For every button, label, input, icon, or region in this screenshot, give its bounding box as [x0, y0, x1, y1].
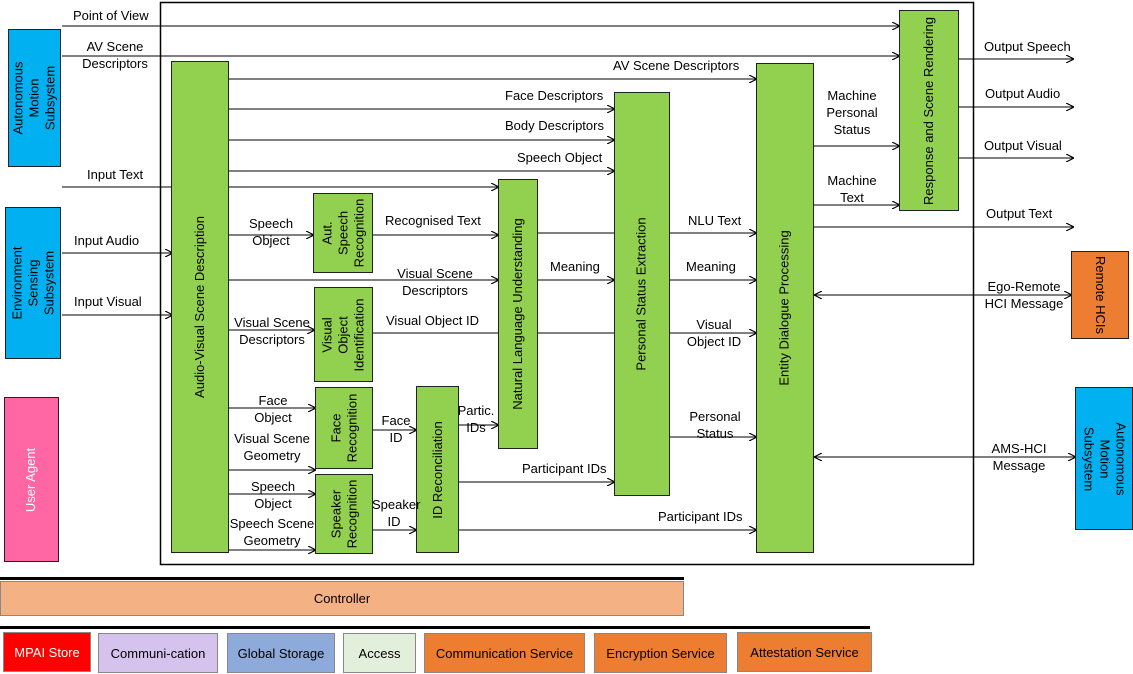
label-ego-remote-hci-message: Ego-Remote HCI Message — [984, 279, 1064, 311]
attestation-service: Attestation Service — [737, 632, 872, 672]
label-input-audio: Input Audio — [74, 233, 140, 248]
label-speech-scene-geometry: Speech Scene Geometry — [229, 516, 315, 548]
communication: Communi-cation — [98, 633, 218, 673]
label-visual-object-id: Visual Object ID — [386, 313, 479, 328]
communication-service: Communication Service — [424, 633, 585, 673]
audio-visual-scene-description: Audio-Visual Scene Description — [171, 61, 229, 553]
autonomous-motion-subsystem-right: Autonomous Motion Subsystem — [1075, 387, 1133, 530]
label-output-text: Output Text — [986, 206, 1053, 221]
encryption-service: Encryption Service — [594, 633, 727, 673]
mpai-store: MPAI Store — [3, 632, 91, 672]
label-personal-status: Personal Status — [689, 409, 741, 441]
label-nlu-text: NLU Text — [688, 213, 742, 228]
controller: Controller — [0, 581, 684, 616]
speaker-recognition: Speaker Recognition — [315, 474, 373, 554]
label-participant-ids-pse: Participant IDs — [522, 461, 607, 476]
natural-language-understanding: Natural Language Understanding — [498, 179, 538, 449]
label-face-id: Face ID — [381, 413, 411, 445]
label-speaker-id: Speaker ID — [372, 497, 421, 529]
user-agent: User Agent — [4, 397, 59, 562]
automatic-speech-recognition: Aut. Speech Recognition — [313, 193, 373, 273]
label-meaning-edp: Meaning — [686, 259, 736, 274]
label-speech-object-asr: Speech Object — [248, 216, 294, 248]
label-machine-personal-status: Machine Personal Status — [826, 88, 878, 137]
global-storage: Global Storage — [227, 633, 335, 673]
label-ams-hci-message: AMS-HCI Message — [991, 441, 1047, 473]
label-meaning-nlu: Meaning — [550, 259, 600, 274]
response-and-scene-rendering: Response and Scene Rendering — [899, 10, 959, 211]
label-speech-object-speaker: Speech Object — [250, 479, 296, 511]
label-machine-text: Machine Text — [827, 173, 877, 205]
label-output-audio: Output Audio — [985, 86, 1061, 101]
entity-dialogue-processing: Entity Dialogue Processing — [756, 63, 814, 553]
personal-status-extraction: Personal Status Extraction — [614, 92, 670, 496]
label-body-descriptors: Body Descriptors — [505, 118, 604, 133]
services-top-rule — [0, 626, 870, 629]
label-output-visual: Output Visual — [984, 138, 1062, 153]
label-input-text: Input Text — [87, 167, 144, 182]
visual-object-identification: Visual Object Identification — [314, 287, 373, 382]
label-visual-scene-geometry: Visual Scene Geometry — [234, 431, 310, 463]
autonomous-motion-subsystem-left: Autonomous Motion Subsystem — [8, 29, 61, 167]
controller-top-rule — [0, 577, 684, 580]
label-av-scene-descriptors: AV Scene Descriptors — [613, 58, 740, 73]
face-recognition: Face Recognition — [315, 387, 373, 469]
label-visual-object-id-edp: Visual Object ID — [686, 317, 742, 349]
label-face-descriptors: Face Descriptors — [505, 88, 604, 103]
label-speech-object-top: Speech Object — [517, 150, 603, 165]
label-partic-ids: Partic. IDs — [457, 403, 495, 435]
access: Access — [343, 633, 416, 673]
label-face-object: Face Object — [254, 393, 292, 425]
environment-sensing-subsystem: Environment Sensing Subsystem — [5, 207, 61, 359]
label-recognised-text: Recognised Text — [385, 213, 481, 228]
label-participant-ids-edp: Participant IDs — [658, 509, 743, 524]
label-output-speech: Output Speech — [984, 39, 1071, 54]
label-visual-scene-descriptors-voi: Visual Scene Descriptors — [234, 315, 310, 347]
id-reconciliation: ID Reconciliation — [416, 386, 459, 553]
label-visual-scene-descriptors-mid: Visual Scene Descriptors — [397, 266, 473, 298]
remote-hcis: Remote HCIs — [1071, 251, 1129, 339]
label-av-scene-descriptors-input: AV Scene Descriptors — [82, 39, 148, 71]
label-point-of-view: Point of View — [73, 8, 149, 23]
label-input-visual: Input Visual — [74, 294, 142, 309]
